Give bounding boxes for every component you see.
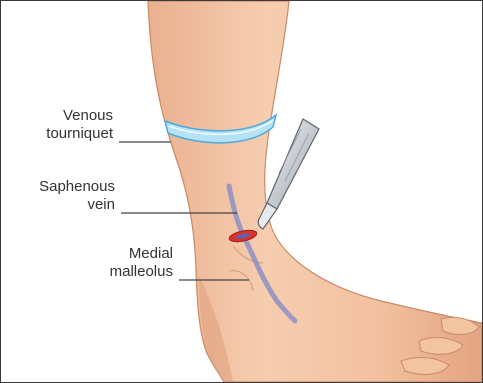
malleolus-label: Medial malleolus [61,245,173,281]
vein-label-line-2: vein [7,196,115,214]
malleolus-label-line-2: malleolus [61,263,173,281]
tourniquet-label-line-2: tourniquet [7,125,113,143]
malleolus-label-line-1: Medial [61,245,173,263]
leg-and-foot [148,1,482,382]
tourniquet-label: Venous tourniquet [7,107,113,143]
vein-label-line-1: Saphenous [7,178,115,196]
vein-label: Saphenous vein [7,178,115,214]
tourniquet-label-line-1: Venous [7,107,113,125]
